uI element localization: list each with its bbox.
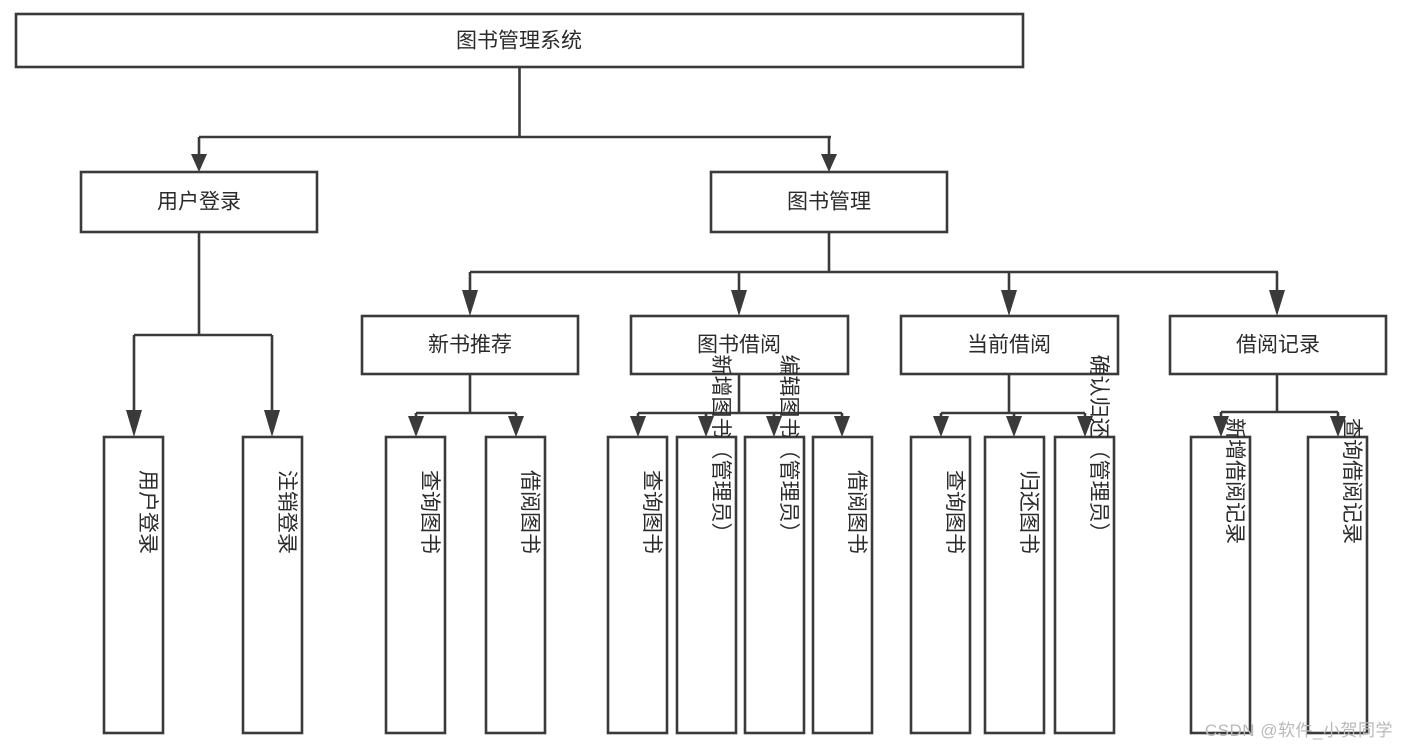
leaf-query-book-borrow-box[interactable] [606, 435, 669, 735]
node-root-label: 图书管理系统 [456, 30, 582, 53]
arrow-userlogin-to-logout [264, 410, 280, 437]
leaf-borrow-book-box[interactable] [811, 435, 874, 735]
leaf-user-login-label: 用户登录 [136, 470, 159, 554]
leaf-return-book-label: 归还图书 [1017, 470, 1040, 554]
leaf-edit-book-admin-box[interactable] [743, 435, 806, 735]
node-user-login-box[interactable] [79, 170, 319, 234]
leaf-return-book[interactable]: 归还图书 [983, 435, 1046, 735]
node-book-borrow-label: 图书借阅 [697, 334, 781, 357]
leaf-add-book-admin[interactable]: 新增图书（管理员） [675, 355, 738, 735]
leaf-confirm-return-admin-box[interactable] [1053, 435, 1116, 735]
leaf-query-borrow-record[interactable]: 查询借阅记录 [1306, 418, 1369, 735]
leaf-add-book-admin-box[interactable] [675, 435, 738, 735]
arrow-current-to-return [1006, 416, 1022, 437]
node-book-management[interactable]: 图书管理 [709, 170, 949, 234]
leaf-borrow-book-recommend-box[interactable] [484, 435, 547, 735]
node-root[interactable]: 图书管理系统 [14, 12, 1025, 69]
node-borrow-record-label: 借阅记录 [1236, 334, 1320, 357]
leaf-user-login[interactable]: 用户登录 [102, 435, 165, 735]
node-book-borrow-box[interactable] [629, 314, 850, 376]
arrow-borrow-to-edit [766, 416, 782, 437]
leaf-query-borrow-record-label: 查询借阅记录 [1340, 418, 1363, 544]
leaf-query-book-current-label: 查询图书 [943, 470, 966, 554]
node-book-management-label: 图书管理 [787, 191, 871, 214]
node-new-book-recommend-box[interactable] [360, 314, 580, 376]
leaf-confirm-return-admin[interactable]: 确认归还（管理员） [1053, 355, 1116, 735]
leaf-logout[interactable]: 注销登录 [241, 435, 304, 735]
arrow-borrow-to-add [698, 416, 714, 437]
arrow-current-to-query [933, 416, 949, 437]
leaf-borrow-book-recommend[interactable]: 借阅图书 [484, 435, 547, 735]
leaf-query-book-current-box[interactable] [909, 435, 972, 735]
arrow-newbook-to-query [408, 416, 424, 437]
leaf-query-book-recommend-label: 查询图书 [418, 470, 441, 554]
arrow-borrow-to-borrowbook [834, 416, 850, 437]
leaf-add-borrow-record-box[interactable] [1189, 435, 1252, 735]
leaf-query-book-borrow[interactable]: 查询图书 [606, 435, 669, 735]
leaf-add-book-admin-label: 新增图书（管理员） [709, 355, 732, 544]
leaf-add-borrow-record[interactable]: 新增借阅记录 [1189, 418, 1252, 735]
leaf-borrow-book[interactable]: 借阅图书 [811, 435, 874, 735]
node-current-borrow-box[interactable] [899, 314, 1120, 376]
arrow-bookmgmt-to-current [1001, 290, 1017, 316]
leaf-query-book-recommend-box[interactable] [384, 435, 447, 735]
leaf-confirm-return-admin-label: 确认归还（管理员） [1087, 355, 1110, 544]
leaf-add-borrow-record-label: 新增借阅记录 [1223, 418, 1246, 544]
leaf-query-book-borrow-label: 查询图书 [640, 470, 663, 554]
leaf-query-borrow-record-box[interactable] [1306, 435, 1369, 735]
arrow-bookmgmt-to-record [1269, 290, 1285, 316]
leaf-query-book-current[interactable]: 查询图书 [909, 435, 972, 735]
arrow-record-to-add [1213, 416, 1229, 437]
node-user-login[interactable]: 用户登录 [79, 170, 319, 234]
arrow-bookmgmt-to-borrow [731, 290, 747, 316]
arrow-current-to-confirm [1077, 416, 1093, 437]
node-new-book-recommend[interactable]: 新书推荐 [360, 314, 580, 376]
leaf-query-book-recommend[interactable]: 查询图书 [384, 435, 447, 735]
node-user-login-label: 用户登录 [157, 191, 241, 214]
node-new-book-recommend-label: 新书推荐 [428, 334, 512, 357]
arrow-root-to-user-login [191, 154, 207, 172]
arrow-bookmgmt-to-newbook [462, 290, 478, 316]
node-book-management-box[interactable] [709, 170, 949, 234]
node-current-borrow-label: 当前借阅 [967, 334, 1051, 357]
connector-layer [126, 67, 1346, 437]
arrow-root-to-book-mgmt [821, 154, 837, 172]
leaf-logout-label: 注销登录 [275, 470, 298, 554]
arrow-newbook-to-borrow [508, 416, 524, 437]
node-borrow-record-box[interactable] [1168, 314, 1388, 376]
arrow-borrow-to-query [630, 416, 646, 437]
leaf-logout-box[interactable] [241, 435, 304, 735]
node-current-borrow[interactable]: 当前借阅 [899, 314, 1120, 376]
leaf-user-login-box[interactable] [102, 435, 165, 735]
leaf-edit-book-admin-label: 编辑图书（管理员） [777, 355, 800, 544]
leaf-edit-book-admin[interactable]: 编辑图书（管理员） [743, 355, 806, 735]
arrow-record-to-query [1330, 416, 1346, 437]
node-book-borrow[interactable]: 图书借阅 [629, 314, 850, 376]
node-root-box[interactable] [14, 12, 1025, 69]
arrow-userlogin-to-login [126, 410, 142, 437]
leaf-return-book-box[interactable] [983, 435, 1046, 735]
leaf-borrow-book-label: 借阅图书 [845, 470, 868, 554]
leaf-borrow-book-recommend-label: 借阅图书 [518, 470, 541, 554]
node-borrow-record[interactable]: 借阅记录 [1168, 314, 1388, 376]
